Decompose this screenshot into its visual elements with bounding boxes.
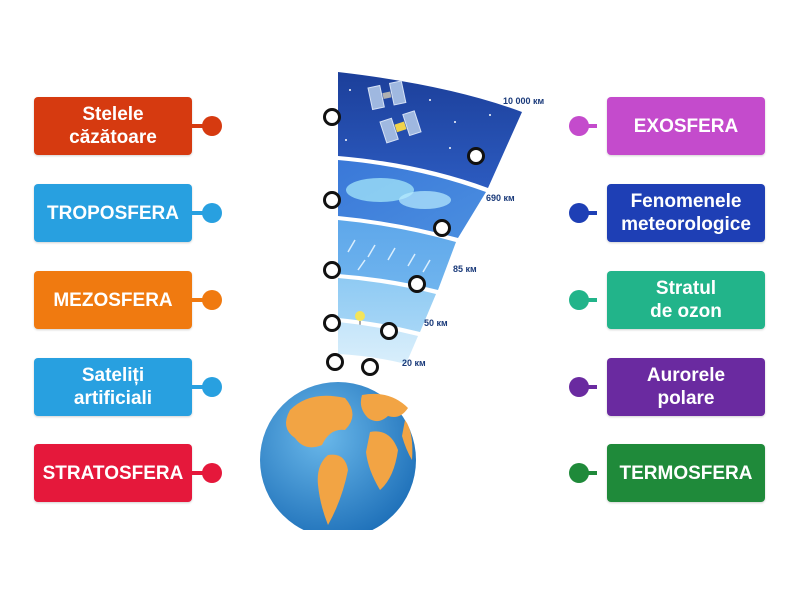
connector-dot[interactable] — [569, 290, 589, 310]
connector-dot[interactable] — [569, 116, 589, 136]
satellite-icon — [379, 110, 422, 144]
altitude-label: 85 км — [453, 264, 477, 274]
card-stratosfera[interactable]: STRATOSFERA — [34, 444, 192, 502]
connector-stelele-cazatoare[interactable] — [192, 116, 222, 136]
connector-dot[interactable] — [202, 203, 222, 223]
atmosphere-illustration: 10 000 км 690 км 85 км 50 км 20 км — [260, 72, 545, 538]
target-hole[interactable] — [361, 358, 379, 376]
connector-dot[interactable] — [202, 377, 222, 397]
target-hole[interactable] — [323, 314, 341, 332]
card-exosfera[interactable]: EXOSFERA — [607, 97, 765, 155]
aurora-glow — [346, 178, 414, 202]
earth-globe — [260, 382, 416, 538]
connector-dot[interactable] — [569, 203, 589, 223]
target-hole[interactable] — [323, 261, 341, 279]
card-stratul-de-ozon[interactable]: Stratul de ozon — [607, 271, 765, 329]
target-hole[interactable] — [323, 191, 341, 209]
connector-dot[interactable] — [202, 290, 222, 310]
connector-dot[interactable] — [202, 116, 222, 136]
connector-aurorele-polare[interactable] — [567, 377, 597, 397]
troposphere-layer — [338, 322, 418, 364]
card-mezosfera[interactable]: MEZOSFERA — [34, 271, 192, 329]
connector-dot[interactable] — [202, 463, 222, 483]
connector-sateliti-artificiali[interactable] — [192, 377, 222, 397]
mesosphere-layer — [338, 220, 456, 290]
altitude-label: 10 000 км — [503, 96, 545, 106]
card-aurorele-polare[interactable]: Aurorele polare — [607, 358, 765, 416]
altitude-label: 50 км — [424, 318, 448, 328]
weather-balloon — [355, 311, 365, 321]
altitude-label: 690 км — [486, 193, 515, 203]
atmosphere-layers-figure: 10 000 км 690 км 85 км 50 км 20 км — [250, 60, 560, 538]
meteor-streaks — [347, 239, 431, 273]
connector-exosfera[interactable] — [567, 116, 597, 136]
connector-dot[interactable] — [569, 463, 589, 483]
target-hole[interactable] — [380, 322, 398, 340]
target-hole[interactable] — [326, 353, 344, 371]
target-hole[interactable] — [433, 219, 451, 237]
card-termosfera[interactable]: TERMOSFERA — [607, 444, 765, 502]
target-hole[interactable] — [467, 147, 485, 165]
connector-stratosfera[interactable] — [192, 463, 222, 483]
target-hole[interactable] — [323, 108, 341, 126]
altitude-label: 20 км — [402, 358, 426, 368]
connector-fenomenele-meteorologice[interactable] — [567, 203, 597, 223]
card-sateliti-artificiali[interactable]: Sateliți artificiali — [34, 358, 192, 416]
satellite-icon — [367, 80, 407, 111]
stars — [345, 89, 491, 149]
connector-termosfera[interactable] — [567, 463, 597, 483]
connector-dot[interactable] — [569, 377, 589, 397]
connector-mezosfera[interactable] — [192, 290, 222, 310]
card-stelele-cazatoare[interactable]: Stelele căzătoare — [34, 97, 192, 155]
aurora-glow — [399, 191, 451, 209]
connector-troposfera[interactable] — [192, 203, 222, 223]
target-hole[interactable] — [408, 275, 426, 293]
card-fenomenele-meteorologice[interactable]: Fenomenele meteorologice — [607, 184, 765, 242]
card-troposfera[interactable]: TROPOSFERA — [34, 184, 192, 242]
connector-stratul-de-ozon[interactable] — [567, 290, 597, 310]
